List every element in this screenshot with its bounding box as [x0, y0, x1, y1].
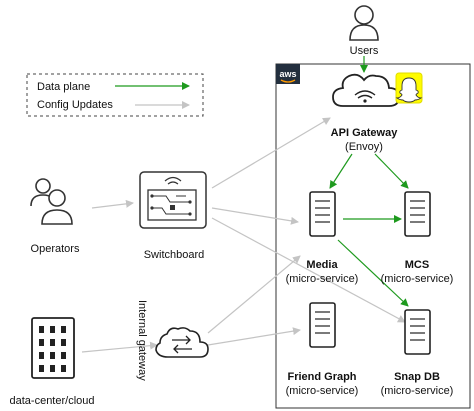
aws-boundary	[275, 63, 471, 409]
snapchat-ghost-icon	[395, 72, 423, 104]
mcs-sub: (micro-service)	[381, 273, 454, 285]
snap-db-label: Snap DB	[394, 371, 440, 383]
legend-config-updates-label: Config Updates	[37, 99, 113, 111]
cloud-exchange-icon	[155, 327, 209, 358]
friend-graph-sub: (micro-service)	[286, 385, 359, 397]
config-update-edges	[81, 117, 406, 353]
api-gateway-sub: (Envoy)	[345, 141, 383, 153]
internal-gateway-label: Internal gateway	[136, 300, 148, 381]
aws-logo-label: aws	[279, 69, 296, 79]
edge-switchboard-snapdb	[211, 217, 406, 323]
friend-graph-label: Friend Graph	[287, 371, 356, 383]
edge-api-mcs	[374, 153, 409, 189]
edge-gateway-media	[207, 255, 301, 334]
mcs-label: MCS	[405, 259, 429, 271]
api-gateway-label: API Gateway	[331, 127, 399, 139]
media-label: Media	[306, 259, 338, 271]
aws-smile-icon	[280, 79, 296, 83]
edge-switchboard-media	[211, 207, 299, 225]
edge-media-snapdb	[337, 239, 409, 307]
edge-operators-switchboard	[91, 199, 134, 209]
data-plane-edges	[329, 56, 409, 307]
edge-gateway-friendgraph	[207, 327, 301, 346]
legend-box	[26, 73, 204, 117]
edge-api-media	[329, 153, 353, 189]
snap-db-server-icon	[404, 309, 431, 355]
users-label: Users	[350, 45, 379, 57]
aws-logo-icon	[276, 64, 300, 84]
edge-datacenter-gateway	[81, 341, 158, 353]
cloud-wifi-icon	[332, 73, 400, 107]
legend-data-plane-label: Data plane	[37, 81, 90, 93]
friend-graph-server-icon	[309, 302, 336, 348]
server-icons	[309, 191, 431, 355]
operators-icon	[30, 178, 73, 225]
mcs-server-icon	[404, 191, 431, 237]
operators-label: Operators	[31, 243, 80, 255]
building-icon	[31, 317, 75, 379]
media-sub: (micro-service)	[286, 273, 359, 285]
switchboard-label: Switchboard	[144, 249, 205, 261]
datacenter-label: data-center/cloud	[10, 395, 95, 407]
users-icon	[349, 5, 379, 41]
edge-switchboard-api	[211, 117, 331, 189]
snap-db-sub: (micro-service)	[381, 385, 454, 397]
media-server-icon	[309, 191, 336, 237]
circuit-board-icon	[139, 171, 207, 229]
